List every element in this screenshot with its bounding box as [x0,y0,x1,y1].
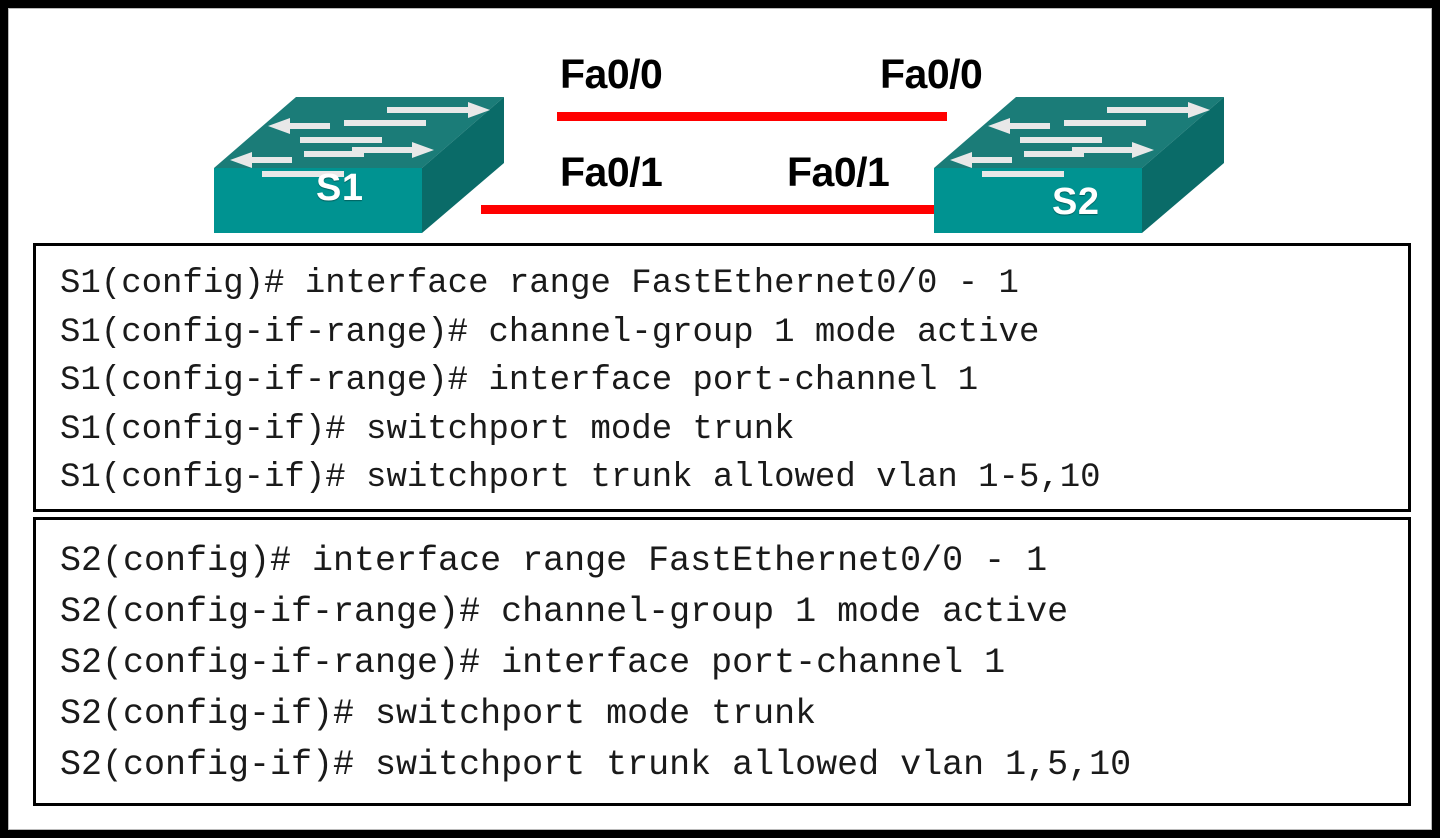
cli-line: S2(config-if-range)# channel-group 1 mod… [60,592,1069,632]
cli-line: S2(config-if-range)# interface port-chan… [60,643,1006,683]
cli-line: S1(config-if)# switchport trunk allowed … [60,459,1101,497]
trunk-link-fa0-1 [481,205,947,214]
config-box-s2: S2(config)# interface range FastEthernet… [33,517,1411,806]
interface-label-s1-fa0-0: Fa0/0 [560,51,663,97]
interface-label-s2-fa0-0: Fa0/0 [880,51,983,97]
cli-output-s2: S2(config)# interface range FastEthernet… [36,536,1408,791]
config-box-s1: S1(config)# interface range FastEthernet… [33,243,1411,512]
cli-line: S2(config-if)# switchport trunk allowed … [60,745,1132,785]
switch-icon [214,97,504,233]
cli-line: S1(config-if-range)# channel-group 1 mod… [60,313,1040,352]
cli-line: S2(config-if)# switchport mode trunk [60,694,817,734]
topology-diagram: S1 S2 Fa0/0 [9,9,1431,237]
trunk-link-fa0-0 [557,112,947,121]
interface-label-s1-fa0-1: Fa0/1 [560,149,663,195]
cli-line: S2(config)# interface range FastEthernet… [60,541,1048,581]
switch-s2[interactable]: S2 [924,85,1234,245]
cli-output-s1: S1(config)# interface range FastEthernet… [36,260,1408,503]
cli-line: S1(config-if)# switchport mode trunk [60,410,795,449]
outer-frame-inner-rule [8,8,1432,830]
switch-s1[interactable]: S1 [204,85,514,245]
cli-line: S1(config-if-range)# interface port-chan… [60,362,979,400]
cli-line: S1(config)# interface range FastEthernet… [60,265,1019,303]
switch-icon [934,97,1224,233]
interface-label-s2-fa0-1: Fa0/1 [787,149,890,195]
